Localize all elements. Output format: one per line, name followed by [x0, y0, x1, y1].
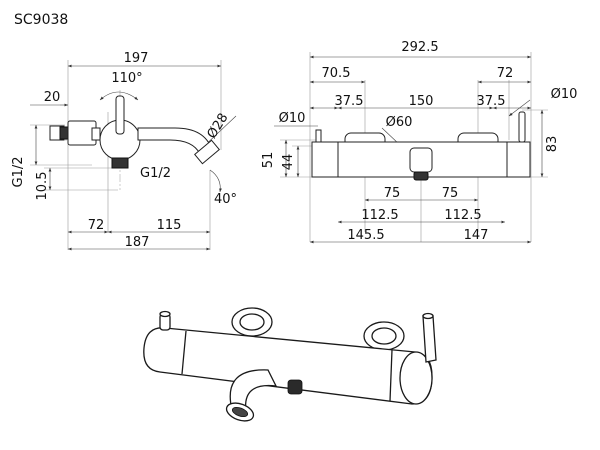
dim-base-right: 115	[157, 218, 182, 233]
dim-right-offset: 72	[497, 66, 514, 81]
dim-height-44: 44	[281, 154, 296, 171]
dim-outlet-height: 10.5	[35, 172, 50, 201]
dim-right-end: 37.5	[477, 94, 506, 109]
dim-escutcheon-diameter: Ø60	[386, 115, 413, 130]
dim-half-center-right: 75	[442, 186, 459, 201]
dim-base-total: 187	[125, 235, 150, 250]
dim-overall-width: 292.5	[401, 40, 438, 55]
dim-centers: 150	[409, 94, 434, 109]
model-code: SC9038	[14, 12, 68, 28]
dim-left-end: 37.5	[335, 94, 364, 109]
dim-half-center-left: 75	[384, 186, 401, 201]
dim-half-span-left: 112.5	[361, 208, 398, 223]
dim-spout-diameter: Ø28	[205, 111, 232, 142]
dim-handle-angle: 110°	[111, 71, 142, 86]
dim-side-total-width: 197	[124, 51, 149, 66]
dim-inlet-length: 20	[44, 90, 61, 105]
dim-thread-bottom: G1/2	[140, 166, 171, 181]
dim-height-51: 51	[261, 152, 276, 169]
dim-left-offset: 70.5	[322, 66, 351, 81]
dim-base-left: 72	[88, 218, 105, 233]
dim-thread-side: G1/2	[11, 157, 26, 188]
dim-height-83: 83	[545, 136, 560, 153]
dim-button-diameter: Ø10	[279, 111, 306, 126]
dim-half-span-right: 112.5	[444, 208, 481, 223]
dim-right-total: 147	[464, 228, 489, 243]
front-view: 292.5 70.5 72 Ø10 37.5 150 37.5 Ø10 Ø60 …	[261, 40, 578, 244]
product-illustration	[143, 307, 437, 422]
dim-spout-angle: 40°	[214, 192, 237, 207]
dim-left-total: 145.5	[347, 228, 384, 243]
dim-lever-diameter: Ø10	[551, 87, 578, 102]
side-view: 197 110° 20 Ø28 G1/2 G1/2 10.5 40° 72 11…	[11, 51, 237, 251]
